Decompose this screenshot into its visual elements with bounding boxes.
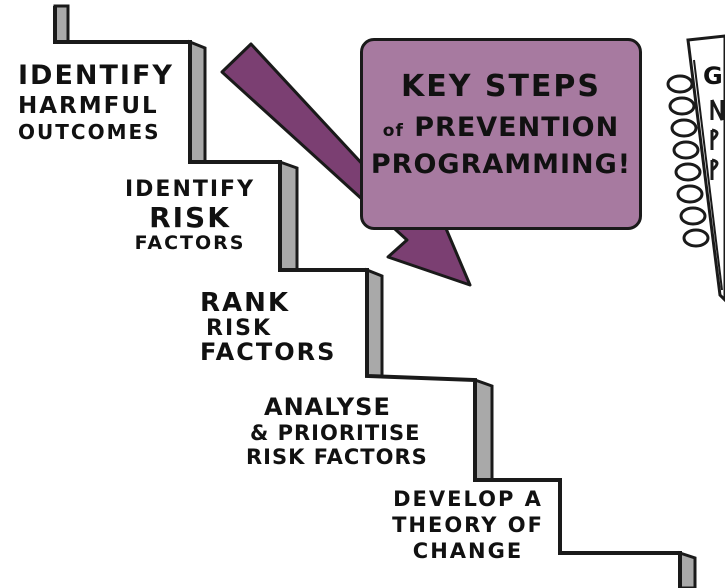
staircase-outline	[53, 6, 682, 588]
step-4-line-3: RISK FACTORS	[246, 445, 428, 470]
step-4-line-1: ANALYSE	[264, 393, 391, 421]
step-5-line-3: CHANGE	[412, 539, 524, 564]
title-line-2-prefix: OF	[382, 121, 404, 141]
step-2-line-1: IDENTIFY	[124, 177, 256, 202]
step-3-label: RANK RISK FACTORS	[200, 288, 337, 367]
step-5-line-1: DEVELOP A	[393, 487, 543, 511]
step-1-line-2: HARMFUL	[18, 93, 159, 120]
notebook-partial-text: G	[703, 62, 723, 90]
stair-riser-4	[473, 377, 494, 482]
title-line-2: OF PREVENTION	[363, 112, 639, 143]
notebook-spiral	[666, 74, 710, 248]
title-line-2-main: PREVENTION	[414, 112, 620, 143]
step-3-line-3: FACTORS	[200, 338, 337, 367]
notebook-icon	[666, 34, 725, 303]
step-5-label: DEVELOP A THEORY OF CHANGE	[378, 488, 558, 562]
stair-riser-1	[188, 39, 207, 164]
step-4-label: ANALYSE & PRIORITISE RISK FACTORS	[246, 393, 428, 470]
step-3-line-2: RISK	[206, 316, 273, 342]
step-1-line-1: IDENTIFY	[18, 60, 174, 91]
step-2-label: IDENTIFY RISK FACTORS	[120, 178, 260, 254]
step-3-line-1: RANK	[200, 288, 291, 318]
title-line-3: PROGRAMMING!	[370, 149, 632, 180]
notebook-text-marks	[710, 99, 724, 180]
step-1-label: IDENTIFY HARMFUL OUTCOMES	[18, 60, 174, 145]
stair-riser-3	[365, 267, 384, 378]
step-4-line-2: & PRIORITISE	[250, 421, 421, 446]
step-1-line-3: OUTCOMES	[18, 120, 161, 145]
stair-riser-5	[678, 550, 697, 588]
step-2-line-3: FACTORS	[134, 232, 246, 255]
title-line-1: KEY STEPS	[400, 69, 602, 104]
stair-riser-2	[278, 159, 299, 272]
notebook-edge	[693, 59, 723, 291]
title-box: KEY STEPS OF PREVENTION PROGRAMMING!	[360, 38, 642, 230]
step-5-line-2: THEORY OF	[392, 513, 544, 538]
step-2-line-2: RISK	[149, 201, 231, 235]
